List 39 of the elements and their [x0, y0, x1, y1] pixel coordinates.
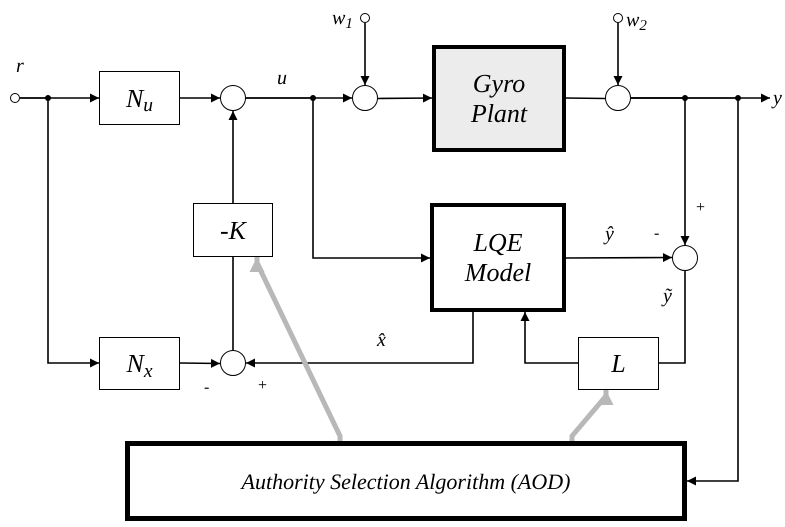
summing-junction: [220, 350, 246, 376]
gain-block: N$_{x}$: [99, 337, 180, 390]
arrow: [246, 312, 474, 368]
input-terminal: [613, 13, 623, 23]
arrow: [520, 312, 578, 364]
estimator-block: LQE Model: [430, 203, 566, 312]
arrow: [250, 257, 342, 441]
sign-label: -: [204, 380, 210, 396]
sign-label: -: [654, 226, 660, 242]
arrow: [570, 390, 614, 441]
arrow: [378, 94, 432, 103]
plant-block: Gyro Plant: [432, 45, 566, 152]
gain-block: L: [578, 337, 659, 390]
sign-label: +: [258, 378, 268, 394]
arrow: [631, 97, 739, 486]
summing-junction: [220, 85, 246, 111]
arrow: [20, 97, 99, 368]
input-terminal: [10, 93, 20, 103]
signal-label: w$_{2}$: [626, 10, 647, 30]
edge-label: ŷ: [604, 224, 615, 244]
arrow: [360, 23, 370, 85]
arrow: [180, 94, 220, 102]
input-terminal: [360, 13, 370, 23]
summing-junction: [672, 245, 698, 271]
edge-label: ỹ: [662, 286, 673, 306]
gain-block: -K: [193, 203, 273, 257]
arrow: [180, 358, 220, 368]
algorithm-block: Authority Selection Algorithm (AOD): [125, 441, 687, 521]
output-label: y: [770, 86, 785, 110]
arrow: [566, 253, 672, 262]
arrow: [228, 111, 238, 203]
arrow: [246, 97, 430, 262]
summing-junction: [605, 85, 631, 111]
signal-label: w$_{1}$: [332, 8, 353, 28]
summing-junction: [352, 85, 378, 111]
arrow: [614, 23, 622, 85]
gain-block: N$_{u}$: [99, 71, 180, 125]
signal-label: r: [16, 56, 24, 76]
sign-label: +: [696, 200, 706, 216]
